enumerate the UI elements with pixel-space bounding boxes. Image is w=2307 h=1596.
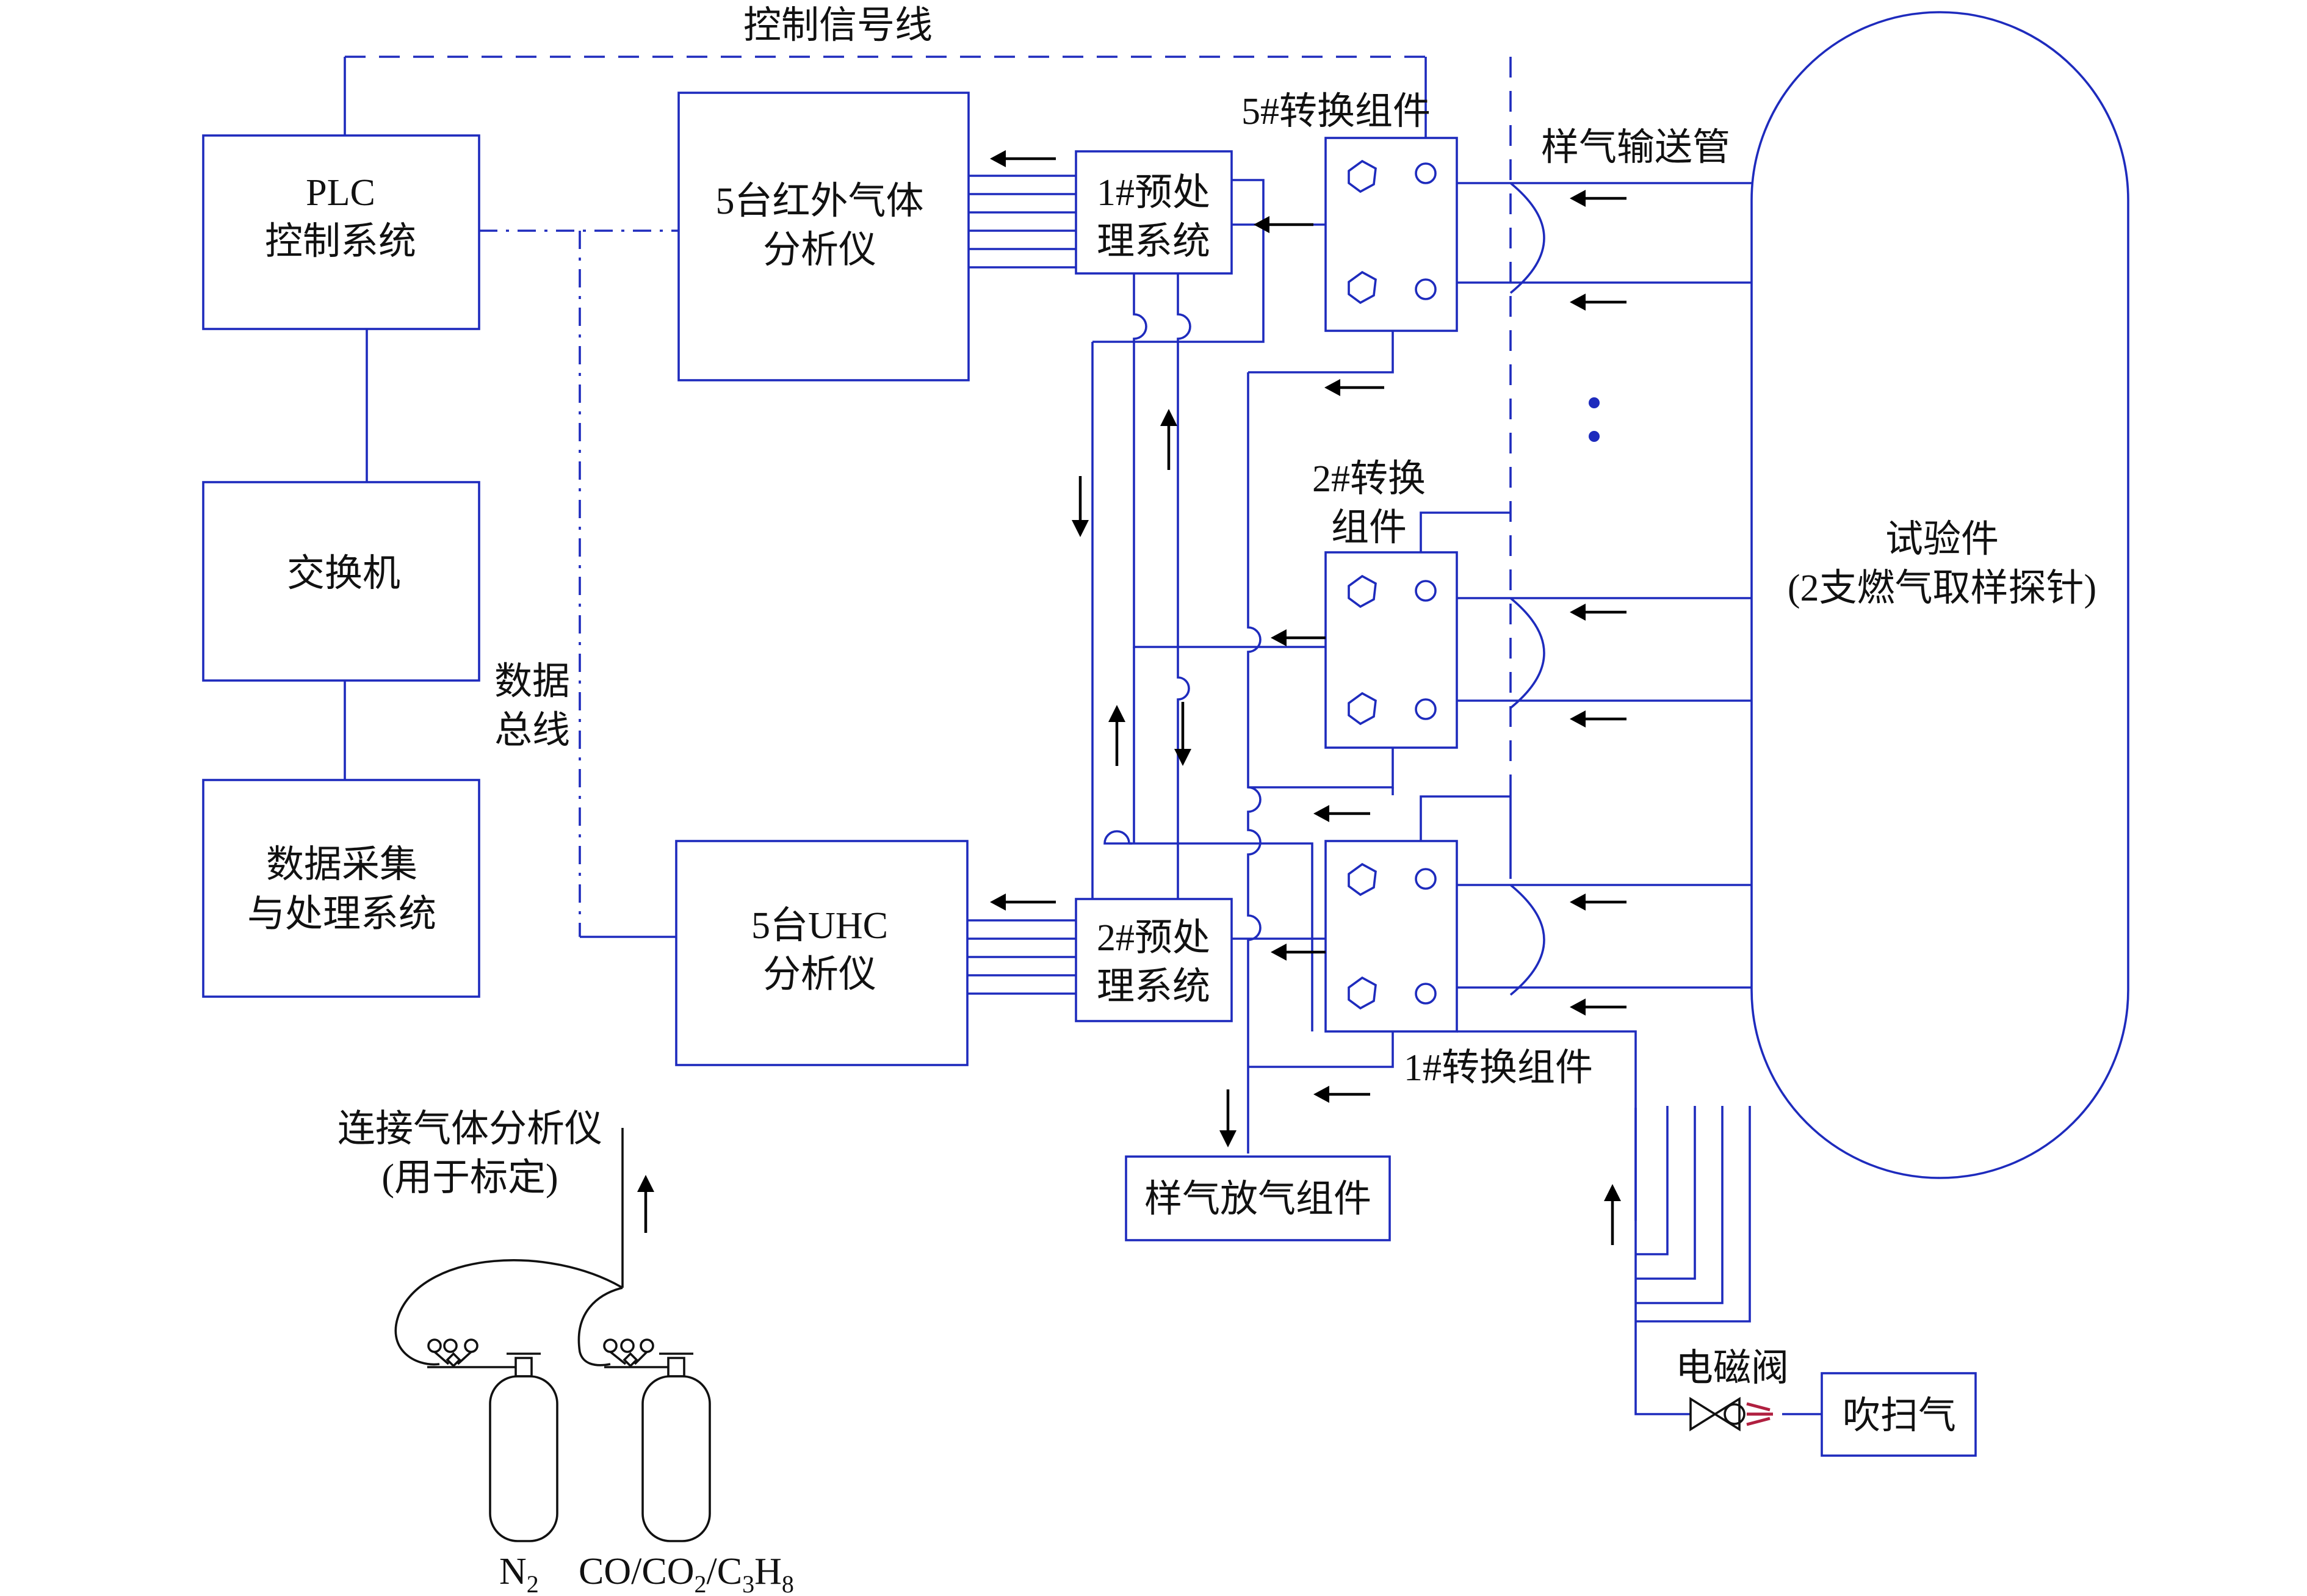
pretreatment-2-label-line1: 2#预处 — [1097, 917, 1210, 959]
ir-pretreat-bundle — [969, 175, 1076, 269]
uhc-pretreat-bundle — [967, 919, 1076, 995]
arrow-left-icon — [1324, 379, 1384, 396]
control-signal-label: 控制信号线 — [743, 5, 933, 46]
ir-analyzer-label-line2: 分析仪 — [763, 229, 876, 271]
test-piece-label-line2: (2支燃气取样探针) — [1788, 568, 2096, 609]
sample-vent-box — [1125, 1155, 1391, 1241]
plc-box — [202, 134, 480, 330]
arrow-left-icon — [1313, 1086, 1370, 1103]
switching-unit-1-label: 1#转换组件 — [1404, 1047, 1593, 1089]
data-bus-label-line2: 总线 — [494, 710, 570, 751]
arrow-left-icon — [1570, 998, 1626, 1016]
arrow-left-icon — [1271, 629, 1326, 646]
plc-label-line1: PLC — [306, 172, 375, 214]
gas-mix-label: CO/CO2/C3H8 — [579, 1551, 794, 1596]
solenoid-valve-icon — [1689, 1396, 1773, 1432]
arrow-left-icon — [990, 894, 1056, 911]
arrow-up-icon — [1604, 1184, 1621, 1245]
uhc-analyzer-label-line2: 分析仪 — [763, 954, 876, 995]
arrow-down-icon — [1072, 476, 1089, 537]
purge-gas-box — [1821, 1372, 1977, 1457]
ellipsis-dot-2 — [1589, 431, 1600, 442]
ellipsis-dot-1 — [1589, 397, 1600, 408]
switching-unit-5 — [1324, 137, 1458, 332]
arrow-left-icon — [1313, 805, 1370, 822]
arrow-up-icon — [637, 1175, 654, 1233]
arrow-down-icon — [1174, 702, 1191, 766]
arrow-left-icon — [1570, 294, 1626, 311]
flow-arrows — [637, 150, 1626, 1245]
arrow-left-icon — [1570, 604, 1626, 621]
switching-unit-5-label: 5#转换组件 — [1241, 91, 1431, 132]
data-bus — [479, 229, 679, 938]
uhc-analyzer-label-line1: 5台UHC — [751, 905, 888, 947]
sample-transfer-pipes — [1457, 182, 1752, 996]
ir-analyzer-box — [677, 92, 970, 381]
arrow-left-icon — [1254, 216, 1313, 233]
daq-box — [202, 779, 480, 998]
pretreatment-2-label-line2: 理系统 — [1097, 966, 1210, 1008]
arrow-down-icon — [1219, 1089, 1237, 1147]
pretreatment-1-label-line2: 理系统 — [1097, 221, 1210, 262]
purge-gas-label: 吹扫气 — [1843, 1395, 1956, 1437]
plc-label-line2: 控制系统 — [265, 221, 416, 262]
daq-label-line1: 数据采集 — [266, 844, 417, 886]
pretreatment-1-box — [1075, 150, 1233, 275]
switching-unit-1 — [1324, 840, 1458, 1033]
pretreatment-2-box — [1075, 898, 1233, 1022]
sample-vent-label: 样气放气组件 — [1144, 1179, 1371, 1220]
gas-n2-label: N2 — [499, 1551, 539, 1596]
ir-analyzer-label-line1: 5台红外气体 — [715, 181, 923, 222]
purge-piping — [1457, 1030, 1822, 1415]
arrow-up-icon — [1160, 409, 1177, 470]
connect-analyzer-label-line2: (用于标定) — [381, 1157, 558, 1199]
test-piece-label-line1: 试验件 — [1885, 519, 1999, 560]
mix-gas-cylinder-icon — [603, 1338, 711, 1542]
test-piece — [1750, 11, 2129, 1179]
arrow-up-icon — [1108, 705, 1125, 766]
n2-cylinder-icon — [427, 1338, 558, 1542]
uhc-analyzer-box — [675, 840, 969, 1066]
data-bus-label-line1: 数据 — [494, 661, 570, 702]
solenoid-valve-label: 电磁阀 — [1675, 1348, 1789, 1389]
sample-pipe-label: 样气输送管 — [1541, 127, 1730, 168]
control-signal-line — [344, 56, 1512, 879]
network-switch-label: 交换机 — [287, 553, 400, 594]
arrow-left-icon — [1570, 710, 1626, 728]
arrow-left-icon — [1271, 944, 1326, 961]
connect-analyzer-label-line1: 连接气体分析仪 — [338, 1108, 602, 1150]
arrow-left-icon — [990, 150, 1056, 167]
network-switch-box — [202, 481, 480, 682]
calibration-gas-piping — [394, 1128, 624, 1367]
switching-unit-2 — [1324, 551, 1458, 749]
switching-unit-2-label-line2: 组件 — [1331, 507, 1407, 549]
arrow-left-icon — [1570, 190, 1626, 207]
daq-label-line2: 与处理系统 — [247, 894, 436, 935]
switching-unit-2-label-line1: 2#转换 — [1312, 458, 1426, 500]
pretreatment-1-label-line1: 1#预处 — [1097, 172, 1210, 214]
arrow-left-icon — [1570, 894, 1626, 911]
